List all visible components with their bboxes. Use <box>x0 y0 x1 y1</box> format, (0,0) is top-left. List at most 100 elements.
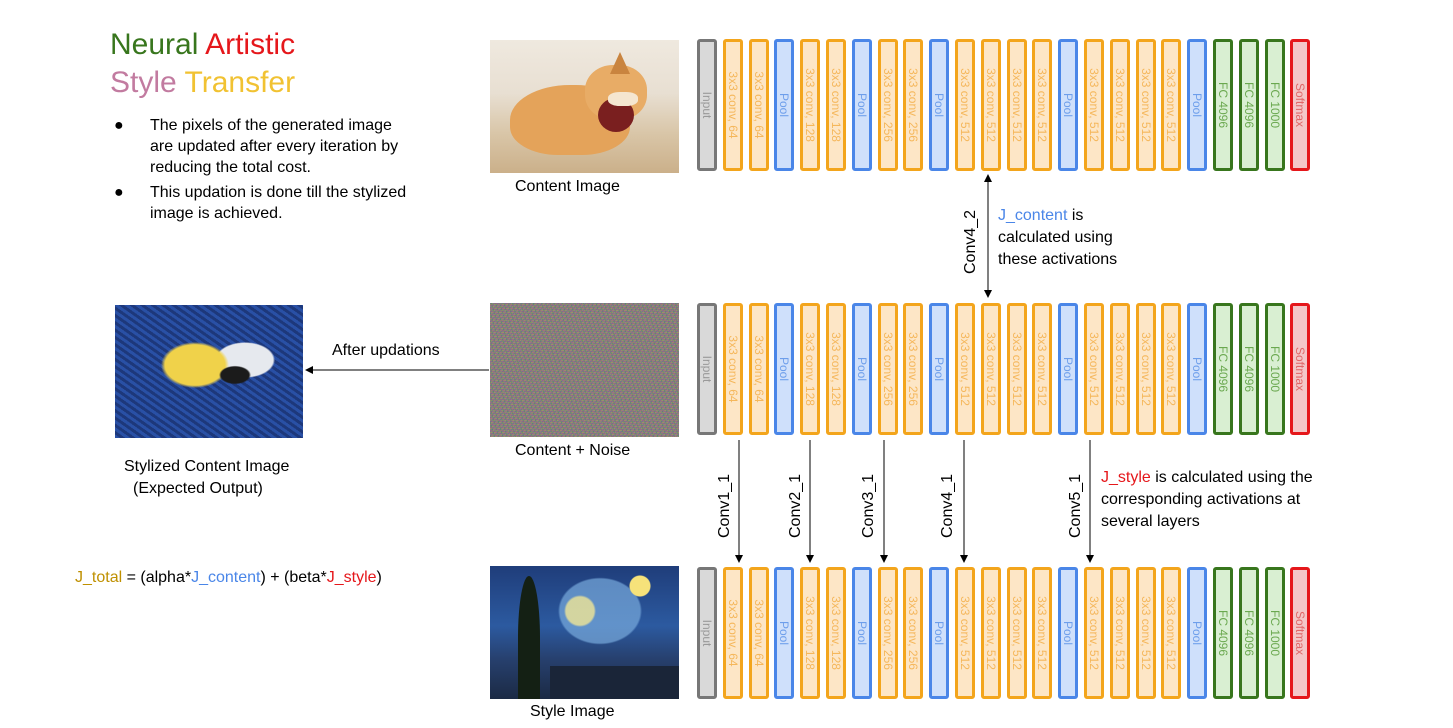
title-style: Style <box>110 66 177 99</box>
layer-conv: 3x3 conv, 64 <box>723 39 743 171</box>
layer-fc: FC 1000 <box>1265 39 1285 171</box>
layer-conv: 3x3 conv, 64 <box>723 303 743 435</box>
layer-conv: 3x3 conv, 512 <box>1136 303 1156 435</box>
content-noise-image <box>490 303 679 437</box>
layer-pool: Pool <box>1058 39 1078 171</box>
layer-conv: 3x3 conv, 512 <box>955 39 975 171</box>
layer-fc: FC 1000 <box>1265 567 1285 699</box>
layer-conv: 3x3 conv, 512 <box>981 303 1001 435</box>
formula-beta-part: ) + (beta* <box>260 569 327 586</box>
bullet-text: This updation is done till the stylized … <box>150 184 407 222</box>
layer-conv: 3x3 conv, 512 <box>1032 303 1052 435</box>
layer-conv: 3x3 conv, 512 <box>1161 303 1181 435</box>
content-noise-caption: Content + Noise <box>515 442 631 459</box>
bullet-list: ● The pixels of the generated image are … <box>112 115 412 228</box>
style-cost-note: J_style is calculated using the correspo… <box>1101 467 1313 533</box>
layer-input: Input <box>697 567 717 699</box>
bullet-item: ● The pixels of the generated image are … <box>112 115 412 178</box>
stylized-output-image <box>115 305 303 438</box>
layer-conv: 3x3 conv, 512 <box>1007 303 1027 435</box>
layer-pool: Pool <box>774 39 794 171</box>
title-neural: Neural <box>110 28 199 61</box>
style-image-caption: Style Image <box>530 703 615 720</box>
layer-pool: Pool <box>929 567 949 699</box>
stylized-caption-line-2: (Expected Output) <box>133 480 263 497</box>
layer-input: Input <box>697 39 717 171</box>
layer-fc: FC 4096 <box>1239 303 1259 435</box>
title-line-1: Neural Artistic <box>110 27 295 63</box>
note-content-line-1: is <box>1067 207 1084 224</box>
layer-fc: FC 4096 <box>1213 39 1233 171</box>
layer-conv: 3x3 conv, 512 <box>981 567 1001 699</box>
layer-conv: 3x3 conv, 512 <box>955 303 975 435</box>
bullet-dot-icon: ● <box>114 117 124 134</box>
layer-conv: 3x3 conv, 128 <box>826 39 846 171</box>
layer-conv: 3x3 conv, 512 <box>1110 39 1130 171</box>
content-image-caption: Content Image <box>515 178 620 195</box>
dog-ear <box>610 52 630 74</box>
note-content-line-3: these activations <box>998 251 1118 268</box>
formula-j-total: J_total <box>75 569 123 586</box>
formula-alpha-part: = (alpha* <box>122 569 192 586</box>
layer-conv: 3x3 conv, 128 <box>800 567 820 699</box>
layer-conv: 3x3 conv, 64 <box>749 567 769 699</box>
layer-conv: 3x3 conv, 512 <box>981 39 1001 171</box>
layer-fc: FC 4096 <box>1213 567 1233 699</box>
layer-pool: Pool <box>774 303 794 435</box>
note-j-style: J_style <box>1101 469 1151 486</box>
layer-pool: Pool <box>1058 567 1078 699</box>
dog-muzzle <box>608 92 638 106</box>
conv4-1-label: Conv4_1 <box>939 473 956 538</box>
layer-conv: 3x3 conv, 512 <box>1136 39 1156 171</box>
layer-conv: 3x3 conv, 512 <box>1110 567 1130 699</box>
note-content-line-2: calculated using <box>998 229 1113 246</box>
bullet-text: The pixels of the generated image are up… <box>150 117 399 176</box>
layer-conv: 3x3 conv, 64 <box>723 567 743 699</box>
bullet-dot-icon: ● <box>114 184 124 201</box>
layer-conv: 3x3 conv, 512 <box>1110 303 1130 435</box>
layer-conv: 3x3 conv, 128 <box>826 303 846 435</box>
conv3-1-label: Conv3_1 <box>860 473 877 538</box>
layer-conv: 3x3 conv, 128 <box>800 39 820 171</box>
formula-j-content: J_content <box>191 569 261 586</box>
layer-fc: FC 1000 <box>1265 303 1285 435</box>
conv1-1-label: Conv1_1 <box>716 473 733 538</box>
content-image <box>490 40 679 173</box>
layer-pool: Pool <box>929 303 949 435</box>
vgg-network-style: Input 3x3 conv, 64 3x3 conv, 64 Pool 3x3 con… <box>697 567 1310 701</box>
village <box>550 666 679 699</box>
layer-conv: 3x3 conv, 256 <box>878 303 898 435</box>
title-artistic: Artistic <box>205 28 296 61</box>
layer-conv: 3x3 conv, 128 <box>800 303 820 435</box>
layer-conv: 3x3 conv, 512 <box>1084 303 1104 435</box>
layer-conv: 3x3 conv, 512 <box>1084 567 1104 699</box>
title-line-2: Style Transfer <box>110 65 295 101</box>
layer-conv: 3x3 conv, 256 <box>878 567 898 699</box>
note-style-line-2: corresponding activations at <box>1101 491 1301 508</box>
layer-pool: Pool <box>1058 303 1078 435</box>
formula-close: ) <box>376 569 382 586</box>
layer-pool: Pool <box>929 39 949 171</box>
layer-conv: 3x3 conv, 512 <box>1084 39 1104 171</box>
layer-conv: 3x3 conv, 128 <box>826 567 846 699</box>
layer-fc: FC 4096 <box>1239 567 1259 699</box>
layer-conv: 3x3 conv, 512 <box>1136 567 1156 699</box>
layer-pool: Pool <box>852 567 872 699</box>
conv5-1-label: Conv5_1 <box>1067 473 1084 538</box>
layer-pool: Pool <box>1187 303 1207 435</box>
conv4-2-label: Conv4_2 <box>962 209 979 274</box>
layer-conv: 3x3 conv, 512 <box>1161 567 1181 699</box>
layer-input: Input <box>697 303 717 435</box>
total-cost-formula: J_total = (alpha*J_content) + (beta*J_st… <box>75 568 382 588</box>
style-image <box>490 566 679 699</box>
layer-pool: Pool <box>852 303 872 435</box>
note-style-line-1: is calculated using the <box>1150 469 1313 486</box>
layer-conv: 3x3 conv, 512 <box>1032 39 1052 171</box>
after-updations-label: After updations <box>332 342 440 359</box>
layer-fc: FC 4096 <box>1239 39 1259 171</box>
layer-conv: 3x3 conv, 256 <box>903 39 923 171</box>
conv2-1-label: Conv2_1 <box>787 473 804 538</box>
layer-conv: 3x3 conv, 256 <box>878 39 898 171</box>
